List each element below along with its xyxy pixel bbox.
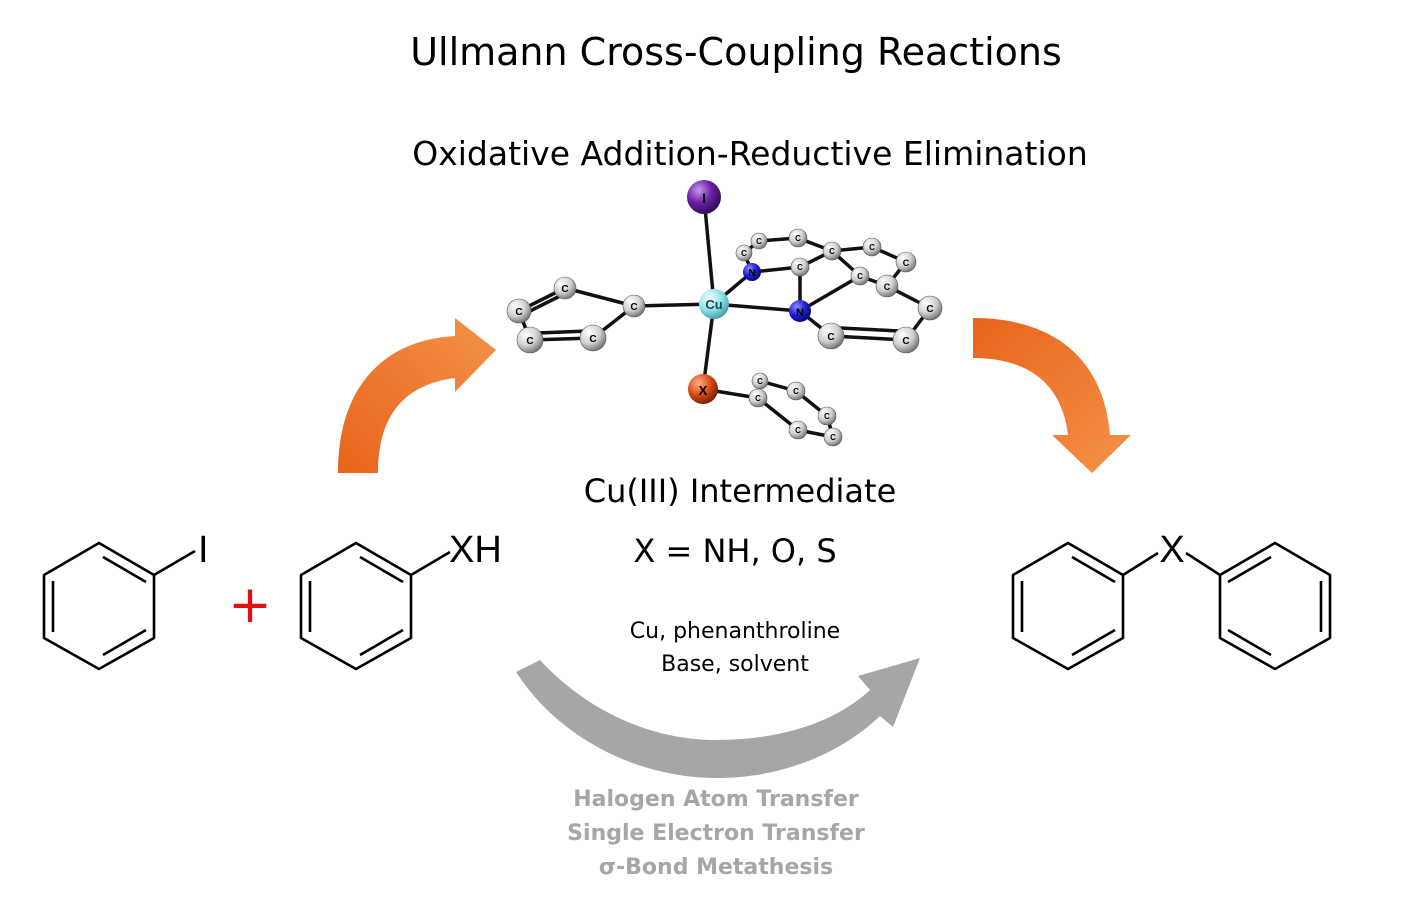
mechanism-halogen-atom-transfer: Halogen Atom Transfer [573,787,859,812]
svg-text:C: C [793,387,799,396]
conditions-line-1: Cu, phenanthroline [629,619,841,644]
svg-text:C: C [829,247,835,256]
svg-text:C: C [903,258,910,268]
svg-text:C: C [755,394,761,403]
alternative-pathway-arrow [516,658,920,778]
svg-text:C: C [869,243,875,252]
svg-text:C: C [589,334,596,345]
atom-nitrogen-1: N [743,263,761,281]
xh-label: XH [449,529,502,571]
atom-carbon: C [751,372,769,390]
atom-carbon: C [788,228,808,248]
svg-text:C: C [756,237,762,246]
svg-text:C: C [827,332,834,343]
diaryl-product-structure [1011,541,1332,671]
atom-carbon: C [850,266,870,286]
x-definition: X = NH, O, S [633,532,837,570]
reductive-elimination-arrow [973,318,1131,473]
atom-carbon: C [750,232,768,250]
mechanism-sigma-bond-metathesis: σ-Bond Metathesis [598,855,834,880]
atom-carbon: C [817,406,837,426]
svg-text:C: C [857,272,863,281]
mechanism-subtitle: Oxidative Addition-Reductive Elimination [412,134,1088,173]
atom-copper: Cu [699,289,729,319]
plus-sign: + [228,575,272,635]
svg-text:C: C [830,433,836,442]
atom-carbon: C [516,326,544,354]
atom-carbon: C [786,381,806,401]
atom-iodine: I [687,180,721,214]
svg-text:C: C [561,284,568,295]
atom-carbon: C [735,244,753,262]
atom-carbon: C [917,295,943,321]
svg-text:C: C [824,412,830,421]
oxidative-addition-arrow [338,318,496,473]
atom-carbon: C [790,257,810,277]
mechanism-single-electron-transfer: Single Electron Transfer [567,821,865,846]
atom-carbon: C [862,237,882,257]
svg-text:C: C [795,234,801,243]
atom-carbon: C [788,420,808,440]
product-x-label: X [1159,529,1184,571]
atom-carbon: C [823,427,843,447]
atom-carbon: C [579,324,607,352]
phenyl-xh-structure [299,541,451,671]
atom-carbon: C [822,241,842,261]
atom-carbon: C [817,322,845,350]
svg-text:C: C [795,426,801,435]
diagram-title: Ullmann Cross-Coupling Reactions [410,30,1062,74]
atom-nitrogen-2: N [789,300,811,322]
atom-carbon: C [895,251,917,273]
svg-text:C: C [902,336,909,347]
svg-text:C: C [926,304,933,315]
carbon-atoms: C C C C C C C C C C C C C C C C C C C C … [506,228,943,447]
atom-carbon: C [875,274,899,298]
svg-text:C: C [757,377,763,386]
atom-carbon: C [553,276,577,300]
conditions-line-2: Base, solvent [661,652,809,677]
svg-text:C: C [630,302,637,313]
svg-text:I: I [702,190,706,206]
svg-text:C: C [797,263,803,272]
atom-carbon: C [748,388,768,408]
atom-carbon: C [622,294,646,318]
intermediate-label: Cu(III) Intermediate [583,472,897,510]
svg-text:C: C [526,336,533,347]
svg-text:C: C [741,249,747,258]
svg-text:Cu: Cu [705,297,722,312]
iodobenzene-structure [42,541,196,671]
svg-text:C: C [884,282,891,292]
iodo-label: I [198,529,209,571]
atom-carbon: C [892,326,920,354]
atom-heteroatom-x: X [688,374,718,404]
svg-text:N: N [796,307,804,319]
svg-text:C: C [515,307,522,318]
atom-carbon: C [506,298,532,324]
svg-text:X: X [699,383,708,398]
svg-text:N: N [748,268,755,279]
cu-intermediate-model: I X N N C C C C C C C C C C C C C [506,180,943,447]
